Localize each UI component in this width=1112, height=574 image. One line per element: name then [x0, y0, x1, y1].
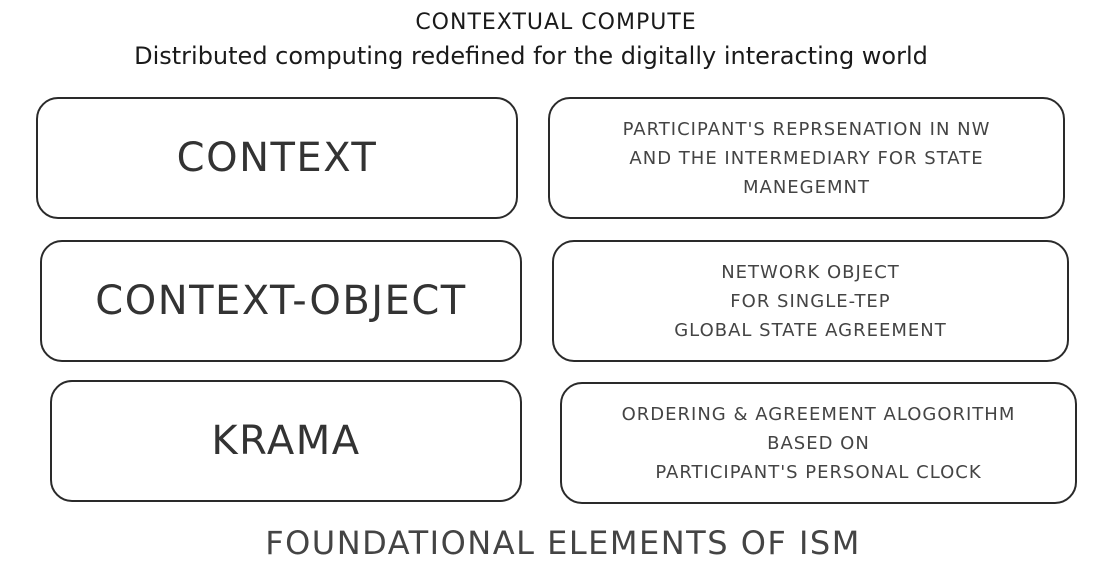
description-line: GLOBAL STATE AGREEMENT	[674, 319, 947, 341]
description-text: NETWORK OBJECT FOR SINGLE-TEP GLOBAL STA…	[662, 258, 959, 345]
description-box-krama: ORDERING & AGREEMENT ALOGORITHM BASED ON…	[560, 382, 1077, 504]
term-label: CONTEXT-OBJECT	[95, 278, 467, 324]
description-line: AND THE INTERMEDIARY FOR STATE	[629, 147, 984, 169]
description-line: BASED ON	[767, 432, 870, 454]
description-text: PARTICIPANT'S REPRSENATION IN NW AND THE…	[611, 115, 1003, 202]
description-line: MANEGEMNT	[743, 176, 870, 198]
term-box-context-object: CONTEXT-OBJECT	[40, 240, 522, 362]
term-box-context: CONTEXT	[36, 97, 518, 219]
description-box-context-object: NETWORK OBJECT FOR SINGLE-TEP GLOBAL STA…	[552, 240, 1069, 362]
description-text: ORDERING & AGREEMENT ALOGORITHM BASED ON…	[610, 400, 1028, 487]
diagram-title: CONTEXTUAL COMPUTE	[415, 10, 697, 35]
description-line: FOR SINGLE-TEP	[730, 290, 891, 312]
description-line: ORDERING & AGREEMENT ALOGORITHM	[621, 403, 1016, 425]
diagram-subtitle: Distributed computing redefined for the …	[134, 42, 928, 70]
diagram-footer-caption: FOUNDATIONAL ELEMENTS OF ISM	[265, 524, 861, 562]
term-label: KRAMA	[211, 418, 361, 464]
description-line: PARTICIPANT'S REPRSENATION IN NW	[622, 118, 991, 140]
description-box-context: PARTICIPANT'S REPRSENATION IN NW AND THE…	[548, 97, 1065, 219]
term-box-krama: KRAMA	[50, 380, 522, 502]
description-line: NETWORK OBJECT	[721, 261, 900, 283]
term-label: CONTEXT	[176, 135, 378, 181]
description-line: PARTICIPANT'S PERSONAL CLOCK	[655, 461, 982, 483]
